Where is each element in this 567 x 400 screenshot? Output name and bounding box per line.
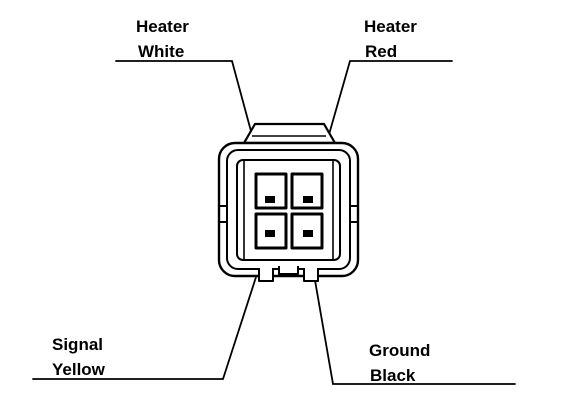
label-heater-red: Heater Red: [364, 17, 417, 61]
connector-body: [217, 122, 360, 282]
leader-ground-black: [307, 239, 516, 385]
label-ground-black-line1: Ground: [369, 341, 430, 360]
pin-cavity-heater-red: [290, 172, 324, 210]
label-signal-yellow-line1: Signal: [52, 335, 103, 354]
label-signal-yellow: Signal Yellow: [52, 335, 106, 379]
label-heater-red-line2: Red: [365, 42, 397, 61]
label-ground-black: Ground Black: [369, 341, 430, 385]
label-heater-white-line1: Heater: [136, 17, 189, 36]
connector-bottom-tabs: [258, 268, 274, 282]
leader-signal-yellow: [32, 239, 269, 380]
label-signal-yellow-line2: Yellow: [52, 360, 106, 379]
label-heater-red-line1: Heater: [364, 17, 417, 36]
connector-latch: [242, 122, 337, 145]
connector-housing-outer: [217, 141, 360, 278]
pin-contacts: [265, 196, 313, 237]
pin-cavity-ground-black: [290, 212, 324, 250]
label-heater-white-line2: White: [138, 42, 184, 61]
label-heater-white: Heater White: [136, 17, 189, 61]
pin-cavity-heater-white: [254, 172, 288, 210]
label-ground-black-line2: Black: [370, 366, 416, 385]
pin-cavity-signal-yellow: [254, 212, 288, 250]
